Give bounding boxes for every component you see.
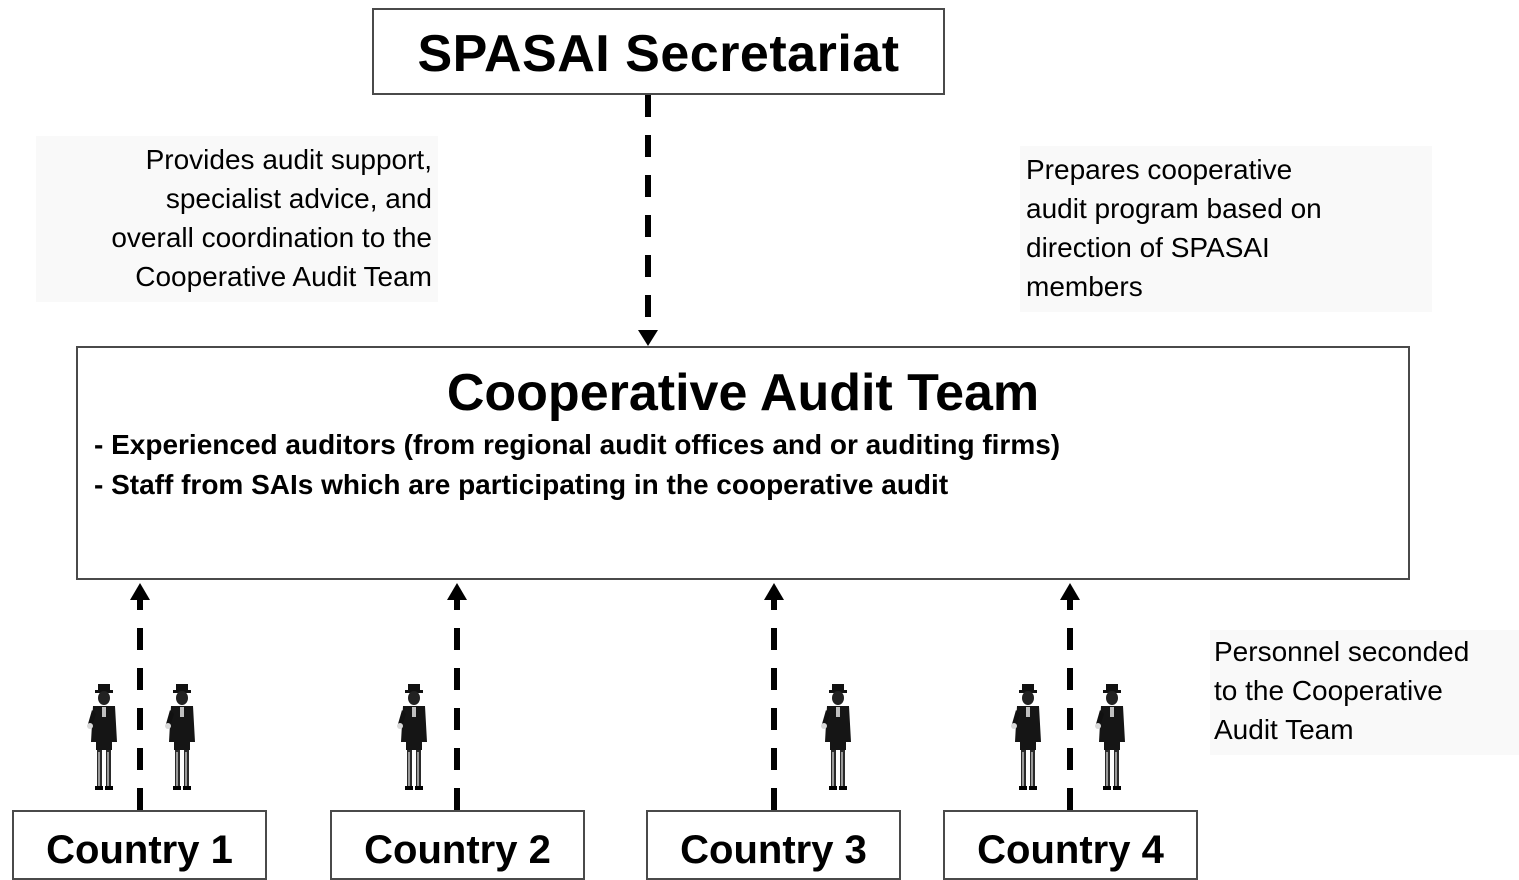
- cooperative-audit-team-box: Cooperative Audit Team - Experienced aud…: [76, 346, 1410, 580]
- country-label: Country 2: [364, 828, 551, 872]
- personnel-note: Personnel seconded to the Cooperative Au…: [1210, 630, 1519, 755]
- note-line: Prepares cooperative: [1026, 154, 1293, 185]
- team-role-note: Prepares cooperative audit program based…: [1020, 146, 1432, 312]
- note-line: specialist advice, and: [165, 183, 432, 214]
- country-box: Country 4: [943, 810, 1198, 880]
- note-line: Personnel seconded: [1214, 636, 1470, 667]
- secretariat-role-note: Provides audit support, specialist advic…: [36, 136, 438, 302]
- note-line: to the Cooperative: [1214, 675, 1443, 706]
- note-line: overall coordination to the: [111, 222, 432, 253]
- note-line: Cooperative Audit Team: [135, 261, 432, 292]
- secretariat-box: SPASAI Secretariat: [372, 8, 945, 95]
- note-line: members: [1026, 271, 1143, 302]
- country-box: Country 1: [12, 810, 267, 880]
- team-member-item: - Experienced auditors (from regional au…: [94, 429, 1061, 460]
- personnel-icon: [165, 684, 195, 790]
- personnel-icon: [1095, 684, 1125, 790]
- note-line: audit program based on: [1026, 193, 1322, 224]
- country-label: Country 3: [680, 828, 867, 872]
- country-label: Country 4: [977, 828, 1164, 872]
- personnel-icon: [397, 684, 427, 790]
- country-3-connector: [764, 583, 784, 810]
- note-line: Audit Team: [1214, 714, 1354, 745]
- country-2-connector: [447, 583, 467, 810]
- country-4-connector: [1060, 583, 1080, 810]
- country-box: Country 3: [646, 810, 901, 880]
- country-label: Country 1: [46, 828, 233, 872]
- country-1-connector: [130, 583, 150, 810]
- note-line: Provides audit support,: [145, 144, 432, 175]
- note-line: direction of SPASAI: [1026, 232, 1270, 263]
- country-box: Country 2: [330, 810, 585, 880]
- personnel-icon: [821, 684, 851, 790]
- team-member-item: - Staff from SAIs which are participatin…: [94, 469, 949, 500]
- personnel-icon: [1011, 684, 1041, 790]
- personnel-icon: [87, 684, 117, 790]
- team-title: Cooperative Audit Team: [446, 364, 1040, 422]
- secretariat-team-arrowhead: [638, 330, 658, 346]
- secretariat-title: SPASAI Secretariat: [417, 25, 900, 83]
